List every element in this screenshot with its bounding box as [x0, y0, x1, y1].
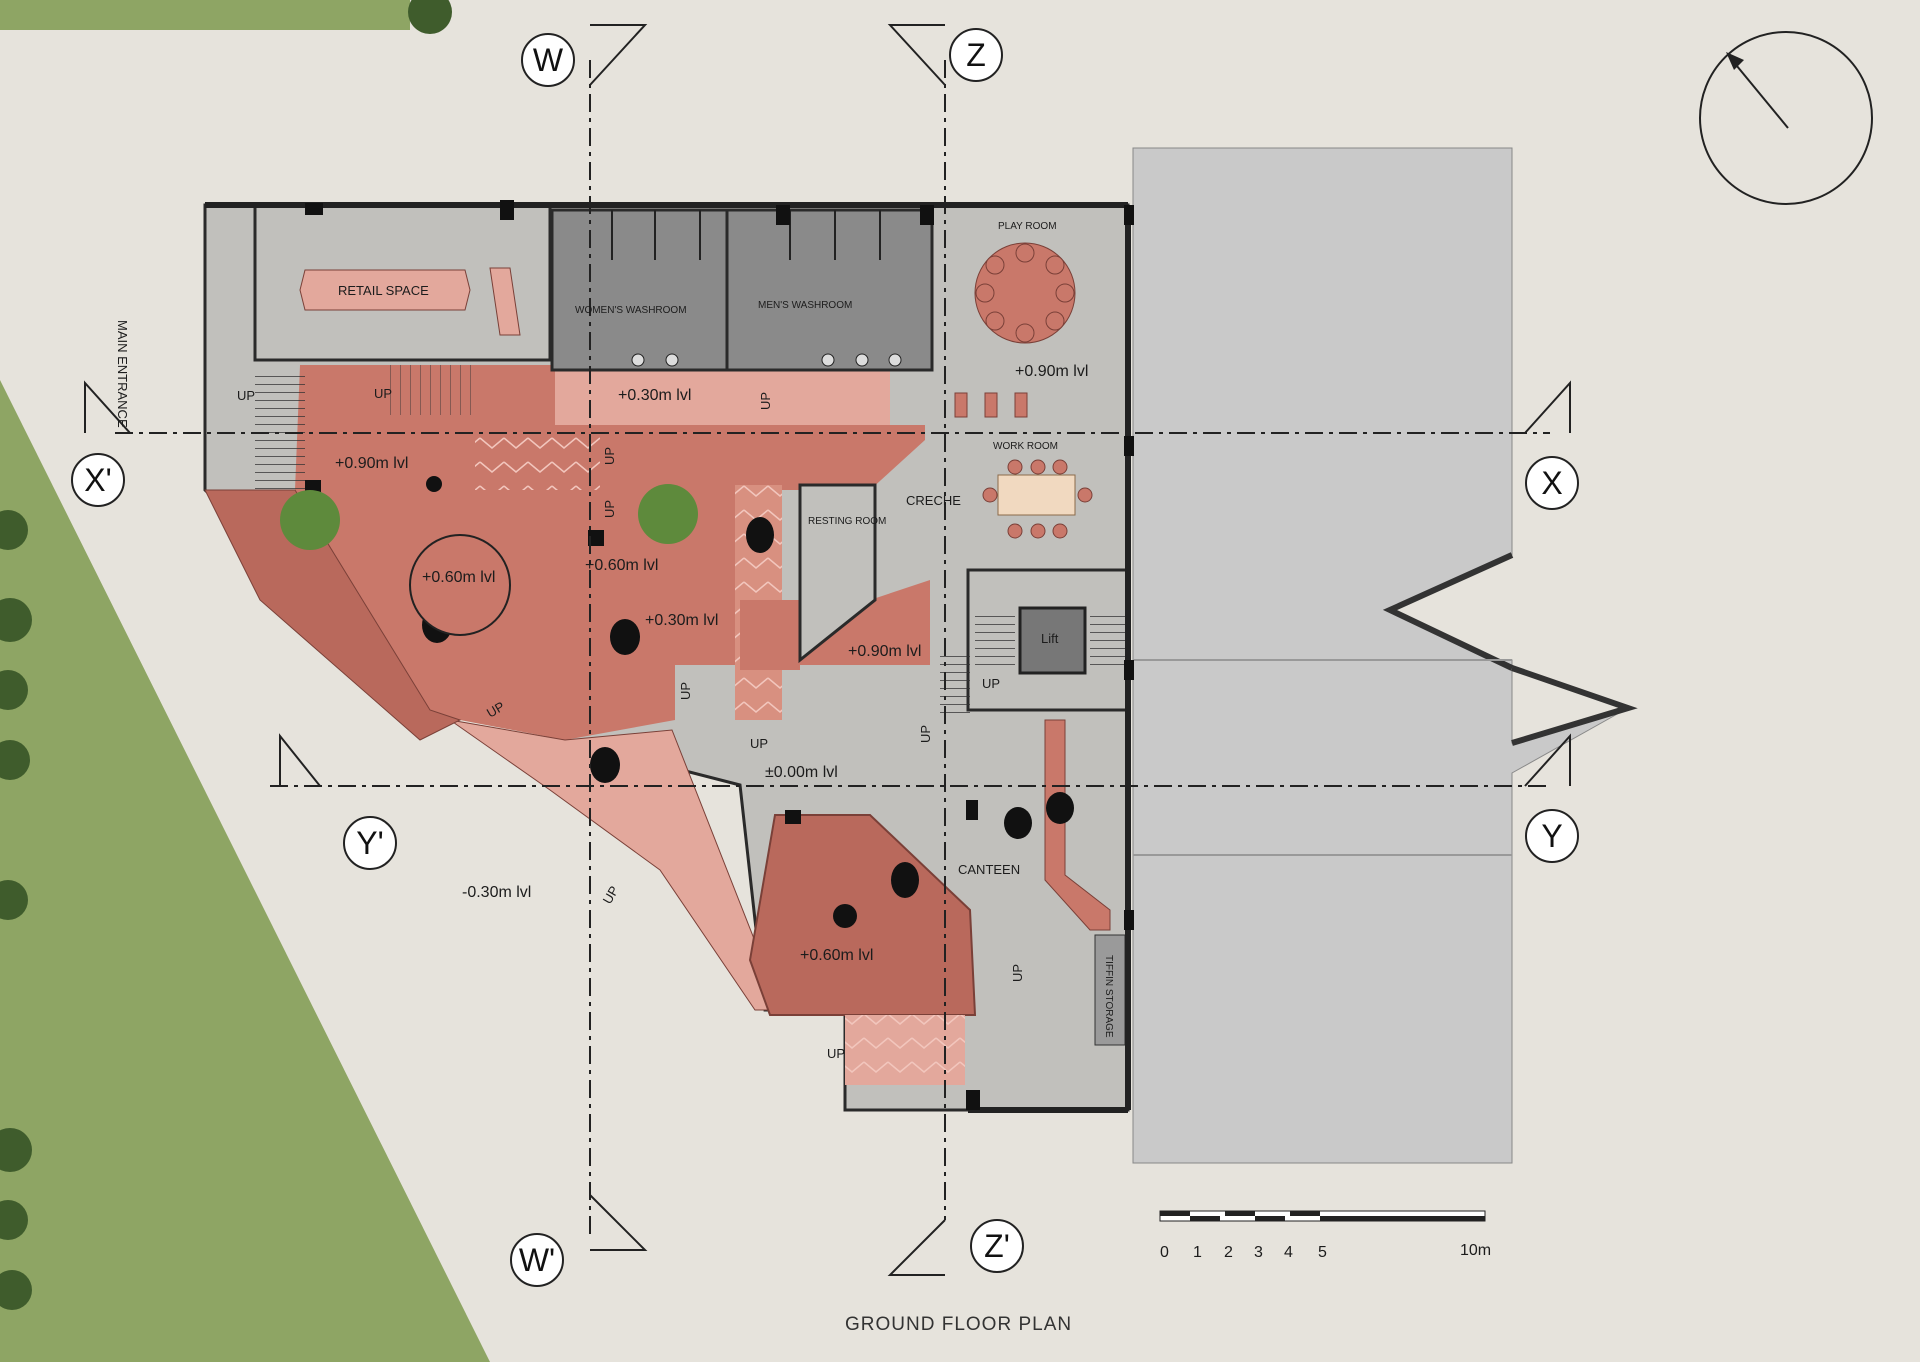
axis-label-y: Y	[1541, 818, 1562, 854]
scale-tick: 5	[1318, 1244, 1327, 1261]
up-label: UP	[602, 500, 617, 518]
scale-tick: 4	[1284, 1244, 1293, 1261]
up-label: UP	[758, 392, 773, 410]
level-label-ground: ±0.00m lvl	[765, 764, 838, 781]
level-label-canteen-platform: +0.60m lvl	[800, 947, 873, 964]
room-label-work-room: WORK ROOM	[993, 441, 1058, 452]
womens-washroom-block	[550, 208, 729, 372]
axis-markers	[71, 28, 1579, 1287]
level-label-center: +0.60m lvl	[585, 557, 658, 574]
scale-end-label: 10m	[1460, 1242, 1491, 1259]
up-label: UP	[750, 736, 768, 751]
axis-label-y-prime: Y'	[356, 825, 383, 861]
room-label-tiffin-storage: TIFFIN STORAGE	[1103, 955, 1114, 1038]
neighbour-block-south	[1132, 659, 1629, 1164]
play-stools	[975, 243, 1075, 343]
entrance-stairs	[255, 370, 305, 490]
up-label: UP	[982, 676, 1000, 691]
mens-washroom-block	[725, 208, 934, 372]
circle-seating	[409, 534, 511, 636]
room-label-womens-washroom: WOMEN'S WASHROOM	[575, 305, 687, 316]
level-label-play-room: +0.90m lvl	[1015, 363, 1088, 380]
room-label-mens-washroom: MEN'S WASHROOM	[758, 300, 852, 311]
up-label: UP	[918, 725, 933, 743]
scale-bar	[1159, 1210, 1486, 1222]
room-label-retail: RETAIL SPACE	[338, 283, 429, 298]
canteen-platform	[748, 814, 977, 1016]
lift	[1018, 606, 1087, 675]
up-label: UP	[827, 1046, 845, 1061]
tree-icon	[280, 490, 340, 550]
lawn	[0, 380, 490, 1362]
lobby-floor	[295, 365, 925, 740]
axis-label-z-prime: Z'	[984, 1228, 1010, 1264]
up-label: UP	[374, 386, 392, 401]
axis-label-x-prime: X'	[84, 462, 111, 498]
tree-icons	[0, 0, 452, 1310]
lawn-top	[0, 0, 410, 30]
scale-tick: 3	[1254, 1244, 1263, 1261]
scale-tick: 1	[1193, 1244, 1202, 1261]
resting-room	[798, 483, 877, 664]
columns	[305, 200, 1134, 1110]
room-label-canteen: CANTEEN	[958, 862, 1020, 877]
level-label-ramp: +0.30m lvl	[645, 612, 718, 629]
axis-label-x: X	[1541, 465, 1562, 501]
axis-label-w-prime: W'	[519, 1242, 555, 1278]
scale-tick: 2	[1224, 1244, 1233, 1261]
scale-tick: 0	[1160, 1244, 1169, 1261]
level-label-creche-low: +0.90m lvl	[848, 643, 921, 660]
people-icons	[422, 517, 1074, 898]
room-label-play-room: PLAY ROOM	[998, 221, 1057, 232]
canteen-counter	[1044, 719, 1111, 931]
up-label: UP	[1010, 964, 1025, 982]
work-table	[997, 474, 1076, 516]
corridor-floor	[555, 365, 890, 425]
room-label-lift: Lift	[1041, 631, 1059, 646]
level-label-outside: -0.30m lvl	[462, 884, 531, 901]
work-benches	[954, 392, 1028, 418]
up-label: UP	[600, 883, 622, 906]
axis-label-w: W	[533, 42, 564, 78]
level-label-circle: +0.60m lvl	[422, 569, 495, 586]
up-label: UP	[602, 447, 617, 465]
plan-title: GROUND FLOOR PLAN	[845, 1314, 1072, 1335]
tree-icon	[638, 484, 698, 544]
main-entrance-label: MAIN ENTRANCE	[115, 320, 130, 428]
level-label-corridor: +0.30m lvl	[618, 387, 691, 404]
axis-label-z: Z	[966, 37, 986, 73]
level-label-lobby-upper: +0.90m lvl	[335, 455, 408, 472]
neighbour-block-north	[1132, 147, 1513, 669]
room-label-resting-room: RESTING ROOM	[808, 516, 886, 527]
north-arrow-icon	[1699, 31, 1873, 205]
up-label: UP	[237, 388, 255, 403]
up-label: UP	[678, 682, 693, 700]
room-label-creche: CRECHE	[906, 493, 961, 508]
stair-chevrons	[475, 430, 600, 490]
